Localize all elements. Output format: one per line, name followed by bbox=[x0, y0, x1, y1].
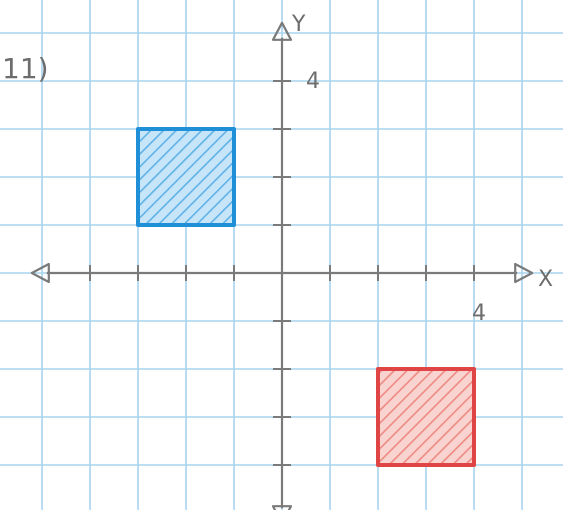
x-axis-arrow-left bbox=[30, 262, 50, 284]
y-tick-label-4: 4 bbox=[306, 69, 320, 94]
x-tick-label-4: 4 bbox=[472, 301, 486, 326]
red-square bbox=[376, 367, 476, 467]
x-axis-arrow-right bbox=[514, 262, 534, 284]
blue-square bbox=[136, 127, 236, 227]
problem-number: 11) bbox=[2, 52, 49, 85]
axes-layer bbox=[30, 21, 534, 510]
x-axis-label: X bbox=[538, 267, 553, 292]
y-axis-arrow-down bbox=[271, 505, 293, 510]
y-axis-arrow-up bbox=[271, 21, 293, 41]
shapes-layer bbox=[136, 127, 476, 467]
y-axis-label: Y bbox=[291, 12, 306, 37]
